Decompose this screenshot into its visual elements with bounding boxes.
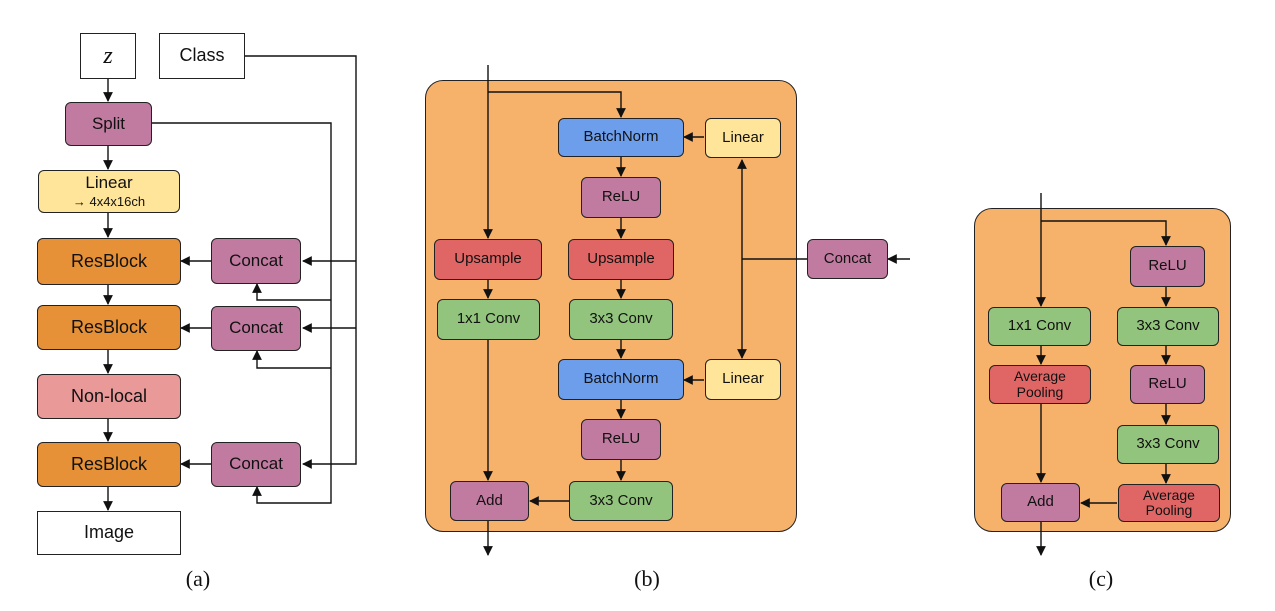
conv1x1-node-c: 1x1 Conv xyxy=(988,307,1091,346)
linear-node-bottom: Linear xyxy=(705,359,781,400)
conv3x3-node-b2: 3x3 Conv xyxy=(569,481,673,521)
conv3x3-label: 3x3 Conv xyxy=(589,310,653,328)
concat-label: Concat xyxy=(229,454,283,474)
class-label: Class xyxy=(179,45,225,66)
conv3x3-label: 3x3 Conv xyxy=(1136,317,1200,335)
concat-node-1: Concat xyxy=(211,238,301,284)
linear-label: Linear xyxy=(722,128,764,146)
caption-b: (b) xyxy=(634,566,660,591)
avgpool-node-right: Average Pooling xyxy=(1118,484,1220,522)
conv1x1-label: 1x1 Conv xyxy=(1007,317,1072,335)
avgpool-label-line2: Pooling xyxy=(1145,502,1193,518)
concat-label: Concat xyxy=(823,249,872,267)
conv3x3-node-c2: 3x3 Conv xyxy=(1117,425,1219,464)
add-label: Add xyxy=(1027,493,1054,511)
add-label: Add xyxy=(476,491,503,509)
caption-c: (c) xyxy=(1088,566,1114,591)
conv1x1-node-b: 1x1 Conv xyxy=(437,299,540,340)
caption-a: (a) xyxy=(185,566,211,591)
conv1x1-label: 1x1 Conv xyxy=(456,310,521,328)
nonlocal-node: Non-local xyxy=(37,374,181,419)
relu-node-c1: ReLU xyxy=(1130,246,1205,287)
batchnorm-node-1: BatchNorm xyxy=(558,118,684,157)
avgpool-label-line1: Average xyxy=(1014,368,1066,385)
upsample-node-left: Upsample xyxy=(434,239,542,280)
z-label: z xyxy=(103,42,113,69)
linear-sub-label: → 4x4x16ch xyxy=(72,193,146,209)
nonlocal-label: Non-local xyxy=(70,385,148,406)
linear-label: Linear xyxy=(85,173,133,192)
relu-label: ReLU xyxy=(601,188,641,206)
relu-node-c2: ReLU xyxy=(1130,365,1205,404)
conv3x3-node-c1: 3x3 Conv xyxy=(1117,307,1219,346)
avgpool-label-line2: Pooling xyxy=(1016,383,1064,400)
batchnorm-label: BatchNorm xyxy=(583,128,659,146)
split-node: Split xyxy=(65,102,152,146)
batchnorm-label: BatchNorm xyxy=(583,370,659,388)
conv3x3-node-b1: 3x3 Conv xyxy=(569,299,673,340)
relu-label: ReLU xyxy=(601,430,641,448)
resblock-node-1: ResBlock xyxy=(37,238,181,285)
upsample-label: Upsample xyxy=(587,250,655,268)
split-label: Split xyxy=(91,113,126,133)
resblock-node-3: ResBlock xyxy=(37,442,181,487)
resblock-label: ResBlock xyxy=(70,316,148,337)
batchnorm-node-2: BatchNorm xyxy=(558,359,684,400)
linear-node: Linear → 4x4x16ch xyxy=(38,170,180,213)
linear-label: Linear xyxy=(722,370,764,388)
relu-node-2: ReLU xyxy=(581,419,661,460)
linear-node-top: Linear xyxy=(705,118,781,158)
upsample-node-right: Upsample xyxy=(568,239,674,280)
avgpool-label-line1: Average xyxy=(1143,486,1195,503)
concat-label: Concat xyxy=(229,318,283,338)
concat-node-2: Concat xyxy=(211,306,301,351)
concat-label: Concat xyxy=(229,250,283,270)
relu-label: ReLU xyxy=(1148,375,1187,393)
image-label: Image xyxy=(83,522,135,543)
add-node-c: Add xyxy=(1001,483,1080,522)
avgpool-node-left: Average Pooling xyxy=(989,365,1091,404)
conv3x3-label: 3x3 Conv xyxy=(1136,435,1200,453)
conv3x3-label: 3x3 Conv xyxy=(589,491,653,509)
add-node-b: Add xyxy=(450,481,529,521)
resblock-label: ResBlock xyxy=(70,250,148,271)
relu-node-1: ReLU xyxy=(581,177,661,218)
concat-node-3: Concat xyxy=(211,442,301,487)
resblock-label: ResBlock xyxy=(70,453,148,474)
class-input-node: Class xyxy=(159,33,245,79)
upsample-label: Upsample xyxy=(454,250,522,268)
image-output-node: Image xyxy=(37,511,181,555)
z-input-node: z xyxy=(80,33,136,79)
relu-label: ReLU xyxy=(1148,257,1187,275)
resblock-node-2: ResBlock xyxy=(37,305,181,350)
concat-node-b: Concat xyxy=(807,239,888,279)
